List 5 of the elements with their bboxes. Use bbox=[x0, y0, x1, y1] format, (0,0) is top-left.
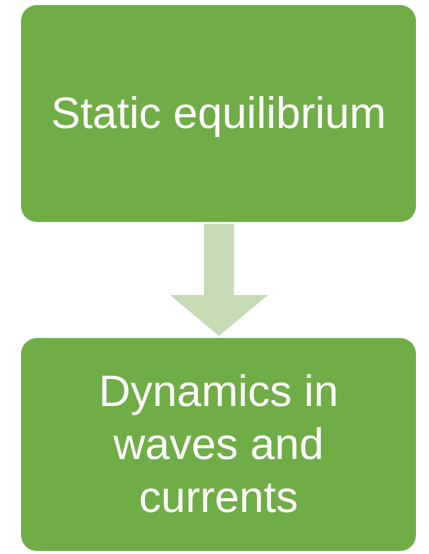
box-label: Static equilibrium bbox=[50, 88, 386, 140]
block-arrow bbox=[170, 224, 268, 336]
process-box bbox=[21, 5, 416, 222]
box-label: Dynamics in waves and currents bbox=[98, 366, 340, 524]
process-box bbox=[21, 338, 416, 551]
